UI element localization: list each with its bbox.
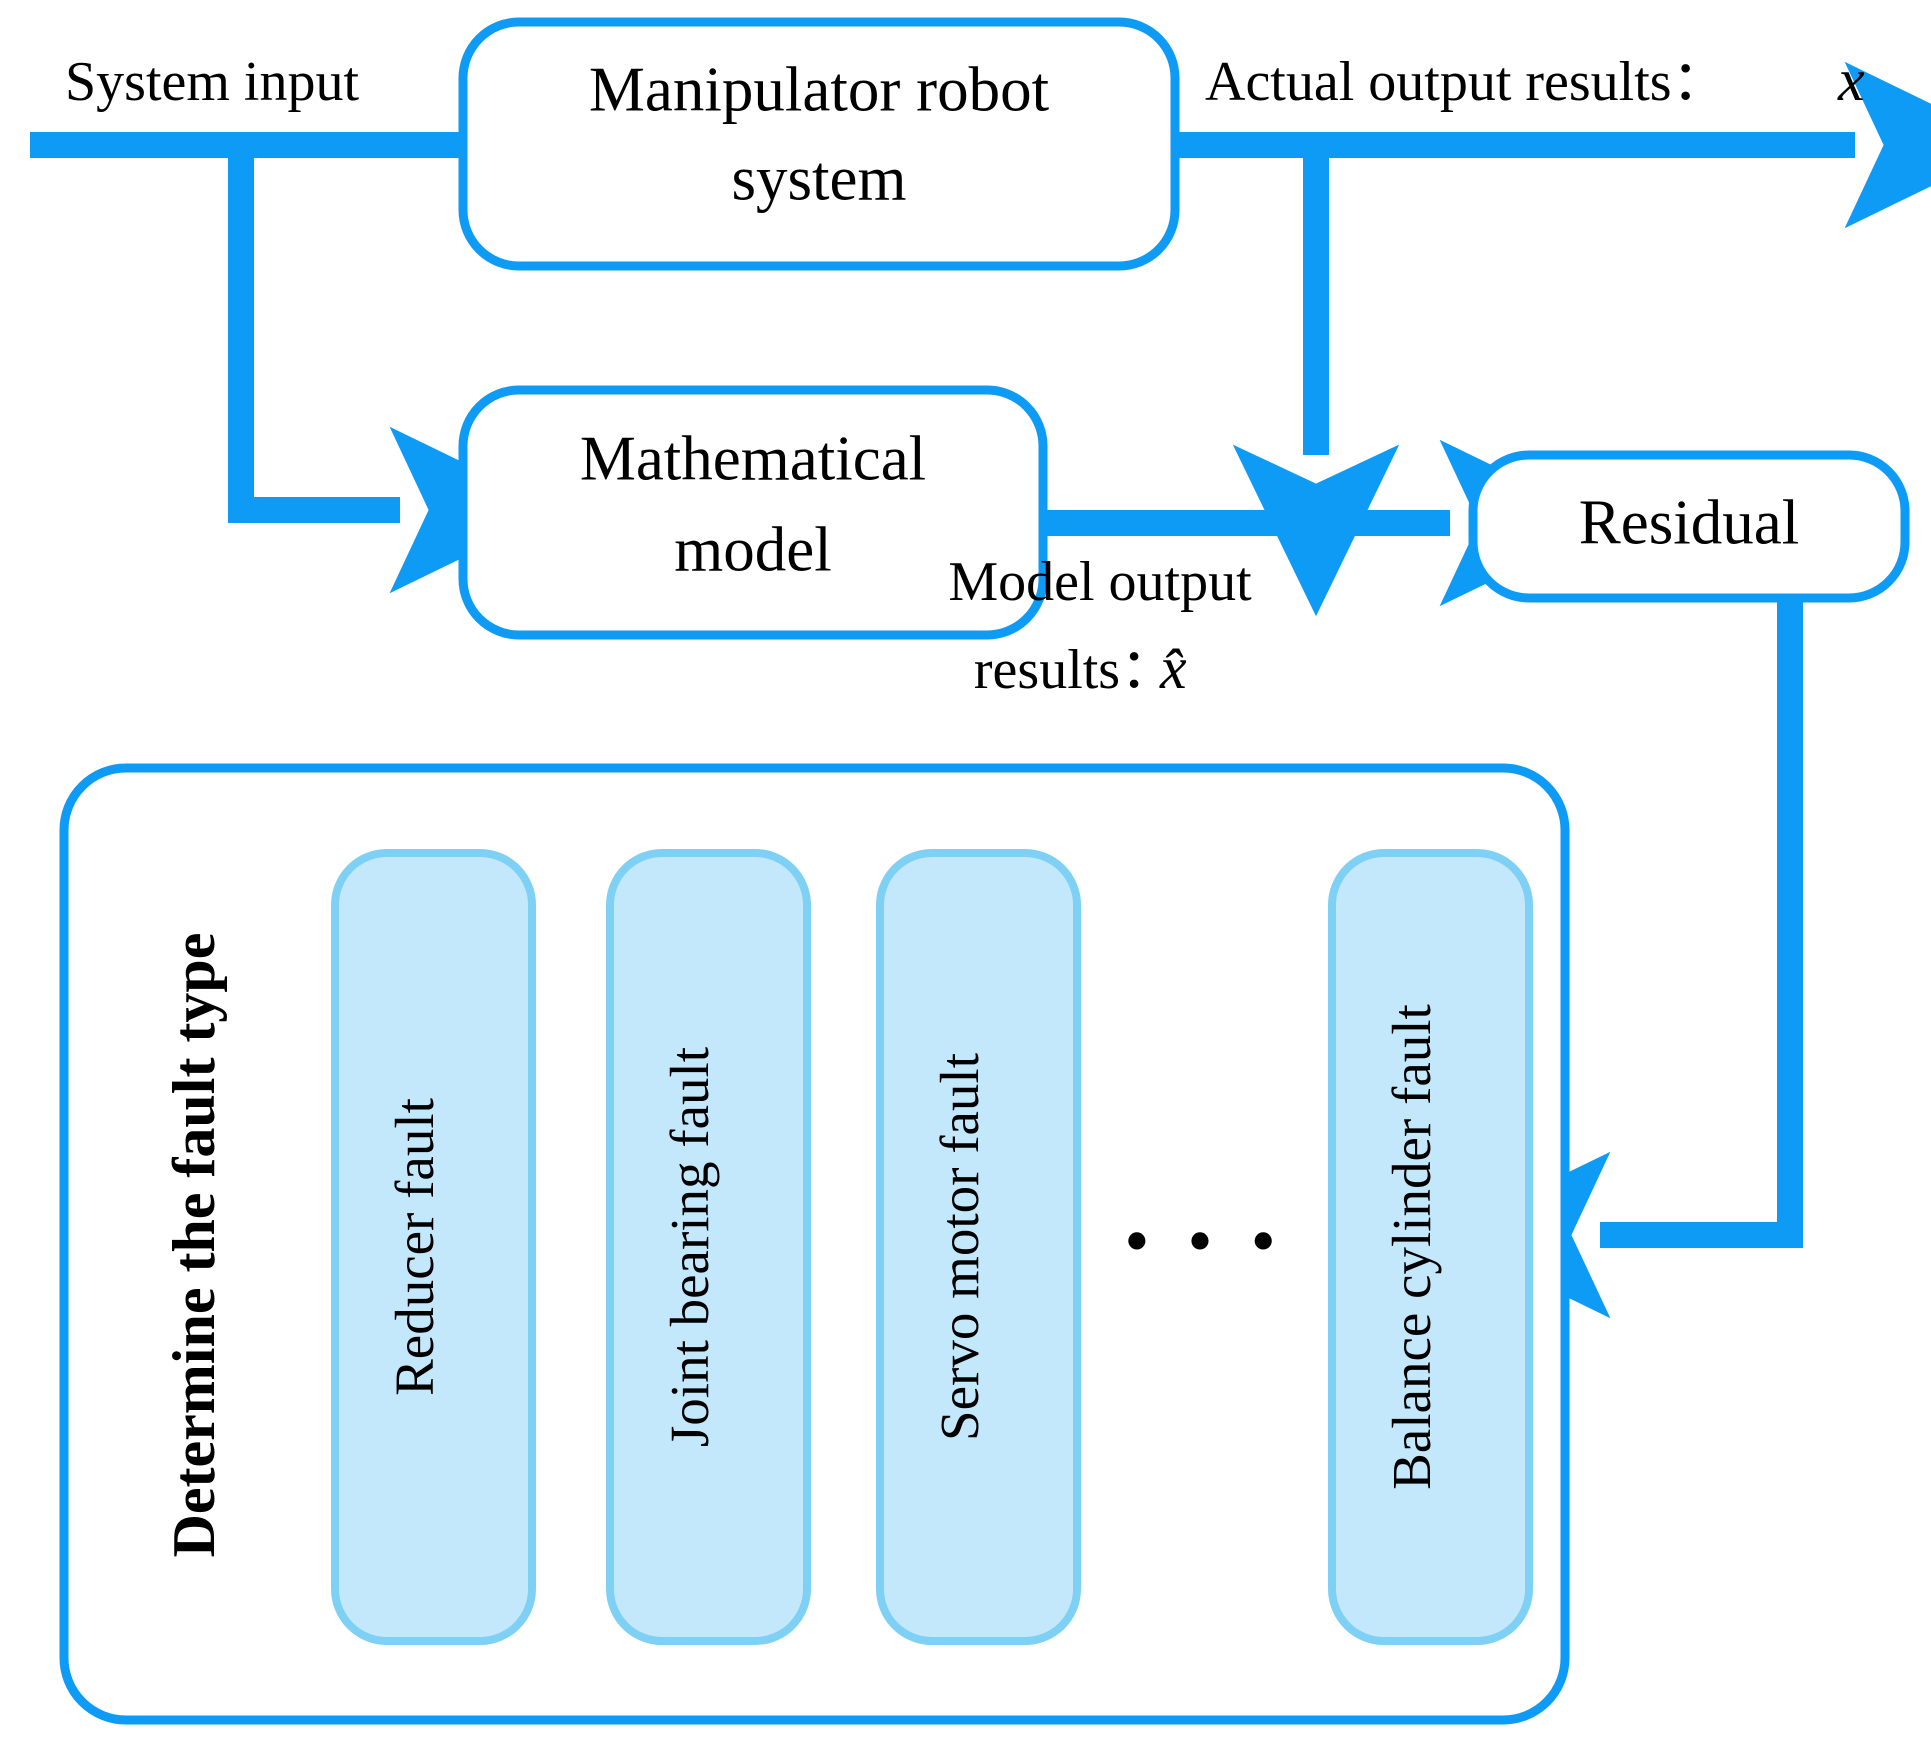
actual-output-symbol: x — [1837, 47, 1865, 113]
fault-item-servo-motor-fault[interactable]: Servo motor fault — [876, 849, 1081, 1645]
connector-residual-to-fault-panel — [1438, 595, 1803, 1319]
fault-item-box[interactable] — [331, 849, 536, 1645]
residual-box[interactable] — [1468, 450, 1910, 603]
block-mathematical-model[interactable]: Mathematical model — [458, 385, 1048, 640]
model-output-symbol: x̂ — [1159, 635, 1187, 701]
fault-type-panel[interactable]: Determine the fault type Reducer fault J… — [59, 763, 1570, 1725]
connector-input-to-model — [228, 145, 562, 594]
block-manipulator-robot-system[interactable]: Manipulator robot system — [458, 17, 1180, 271]
fault-item-box[interactable] — [876, 849, 1081, 1645]
manipulator-box[interactable] — [458, 17, 1180, 271]
fault-item-box[interactable] — [606, 849, 811, 1645]
block-residual[interactable]: Residual — [1468, 450, 1910, 603]
fault-item-joint-bearing-fault[interactable]: Joint bearing fault — [606, 849, 811, 1645]
residual-label: Residual — [1579, 487, 1799, 557]
manipulator-label-line1: Manipulator robot — [589, 54, 1050, 124]
fault-item-box[interactable] — [1328, 849, 1533, 1645]
math-model-label-line2: model — [674, 514, 831, 584]
system-input-label: System input — [65, 51, 359, 113]
fault-item-label: Reducer fault — [384, 1098, 445, 1396]
manipulator-label-line2: system — [731, 143, 906, 213]
fault-panel-title: Determine the fault type — [161, 933, 227, 1558]
fault-item-label: Servo motor fault — [929, 1053, 990, 1441]
actual-output-label: Actual output results： — [1205, 51, 1728, 113]
fault-items-ellipsis: • • • — [1124, 1201, 1286, 1281]
fault-item-balance-cylinder-fault[interactable]: Balance cylinder fault — [1328, 849, 1533, 1645]
fault-item-label: Joint bearing fault — [659, 1047, 720, 1447]
fault-item-reducer-fault[interactable]: Reducer fault — [331, 849, 536, 1645]
math-model-box[interactable] — [458, 385, 1048, 640]
model-output-label-line2: results： — [974, 639, 1176, 701]
model-output-label-line1: Model output — [948, 551, 1252, 613]
fault-item-label: Balance cylinder fault — [1381, 1004, 1442, 1490]
math-model-label-line1: Mathematical — [580, 423, 926, 493]
